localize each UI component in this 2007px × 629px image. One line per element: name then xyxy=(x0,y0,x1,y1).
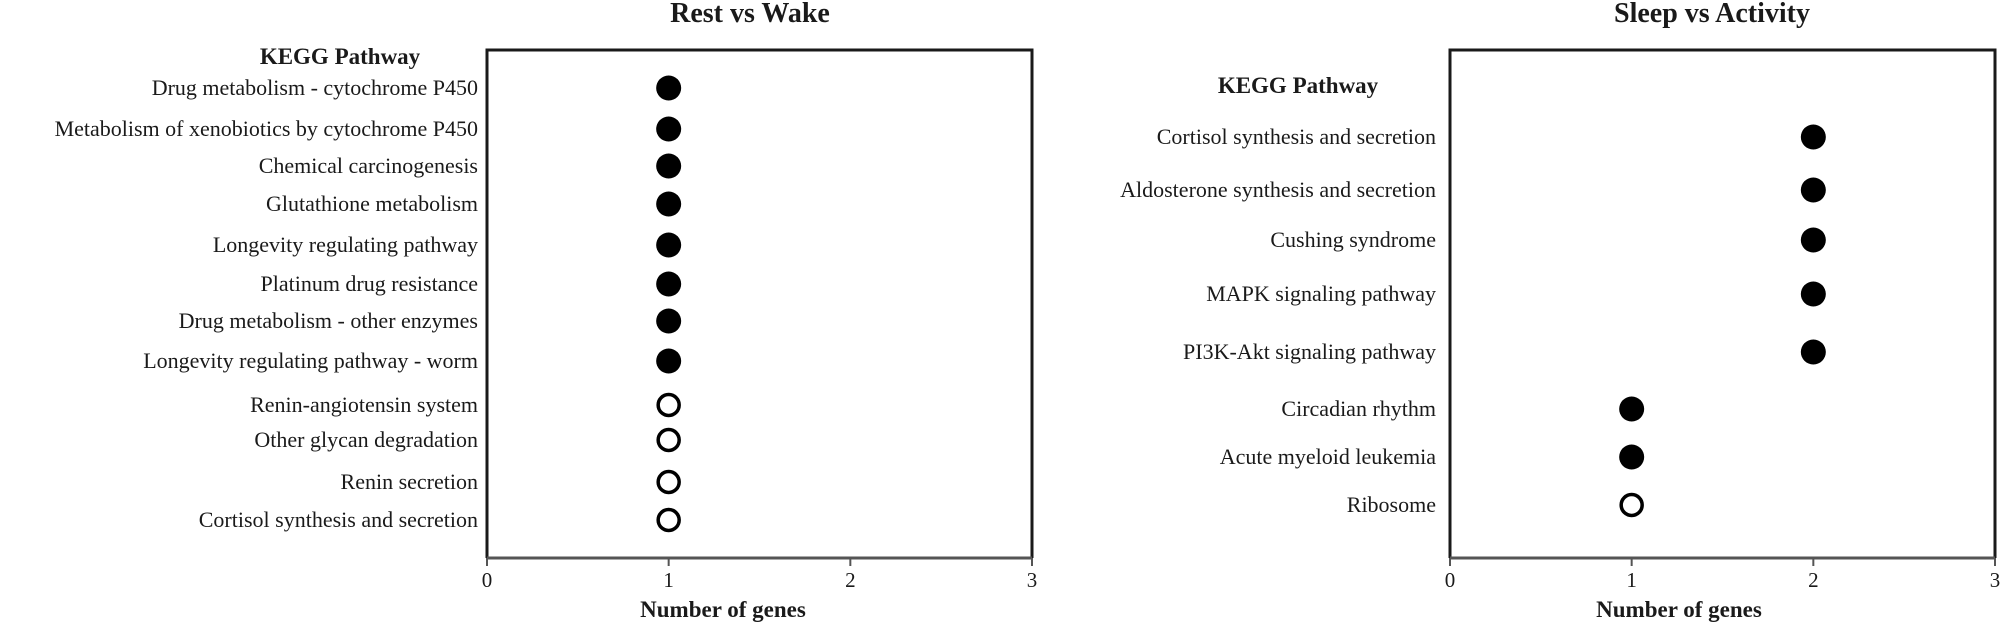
category-header: KEGG Pathway xyxy=(260,44,421,69)
data-point-filled xyxy=(1619,396,1645,422)
category-header: KEGG Pathway xyxy=(1218,73,1379,98)
data-point-filled xyxy=(656,232,682,258)
x-tick-label: 1 xyxy=(1626,568,1637,592)
x-tick-label: 0 xyxy=(482,568,493,592)
category-label: Longevity regulating pathway xyxy=(213,232,478,257)
data-point-filled xyxy=(1800,124,1826,150)
data-point-open xyxy=(1619,492,1644,518)
panel-rest-vs-wake: Rest vs Wake KEGG Pathway Number of gene… xyxy=(55,0,1038,622)
category-label: Chemical carcinogenesis xyxy=(259,153,478,178)
data-point-filled xyxy=(1800,339,1826,365)
data-point-filled xyxy=(656,191,682,217)
category-label: Cushing syndrome xyxy=(1270,227,1436,252)
x-tick-label: 2 xyxy=(1808,568,1819,592)
category-label: PI3K-Akt signaling pathway xyxy=(1183,339,1436,364)
category-label: Drug metabolism - cytochrome P450 xyxy=(152,75,478,100)
data-point-filled xyxy=(656,271,682,297)
data-point-filled xyxy=(1800,227,1826,253)
category-label: Glutathione metabolism xyxy=(266,191,478,216)
category-label: Cortisol synthesis and secretion xyxy=(199,507,478,532)
x-tick-label: 3 xyxy=(1990,568,2001,592)
data-point-filled xyxy=(656,116,682,142)
category-label: Drug metabolism - other enzymes xyxy=(179,308,478,333)
category-label: Platinum drug resistance xyxy=(260,271,478,296)
data-point-filled xyxy=(656,75,682,101)
category-label: Renin secretion xyxy=(341,469,478,494)
category-label: Ribosome xyxy=(1347,492,1436,517)
plot-frame xyxy=(1448,48,1997,558)
category-label: Cortisol synthesis and secretion xyxy=(1157,124,1436,149)
data-point-open xyxy=(656,507,681,533)
data-point-open xyxy=(656,469,681,495)
plot-frame xyxy=(485,48,1034,558)
data-point-open xyxy=(656,427,681,453)
x-axis-label: Number of genes xyxy=(1596,597,1762,622)
data-point-filled xyxy=(1619,444,1645,470)
chart-title: Rest vs Wake xyxy=(670,0,830,29)
x-tick-label: 2 xyxy=(845,568,856,592)
x-tick-label: 3 xyxy=(1027,568,1038,592)
category-label: Aldosterone synthesis and secretion xyxy=(1120,177,1436,202)
category-label: Renin-angiotensin system xyxy=(250,392,478,417)
category-label: Metabolism of xenobiotics by cytochrome … xyxy=(55,116,478,141)
panel-sleep-vs-activity: Sleep vs Activity KEGG Pathway Number of… xyxy=(1120,0,2000,622)
x-axis-label: Number of genes xyxy=(640,597,806,622)
category-label: Circadian rhythm xyxy=(1281,396,1436,421)
x-tick-label: 0 xyxy=(1445,568,1456,592)
data-point-open xyxy=(656,392,681,418)
data-point-filled xyxy=(656,348,682,374)
category-label: MAPK signaling pathway xyxy=(1206,281,1436,306)
data-point-filled xyxy=(656,308,682,334)
data-point-filled xyxy=(1800,281,1826,307)
chart-title: Sleep vs Activity xyxy=(1614,0,1810,29)
data-point-filled xyxy=(656,153,682,179)
x-tick-label: 1 xyxy=(663,568,674,592)
category-label: Longevity regulating pathway - worm xyxy=(143,348,478,373)
category-label: Acute myeloid leukemia xyxy=(1220,444,1436,469)
data-point-filled xyxy=(1800,177,1826,203)
category-label: Other glycan degradation xyxy=(254,427,478,452)
